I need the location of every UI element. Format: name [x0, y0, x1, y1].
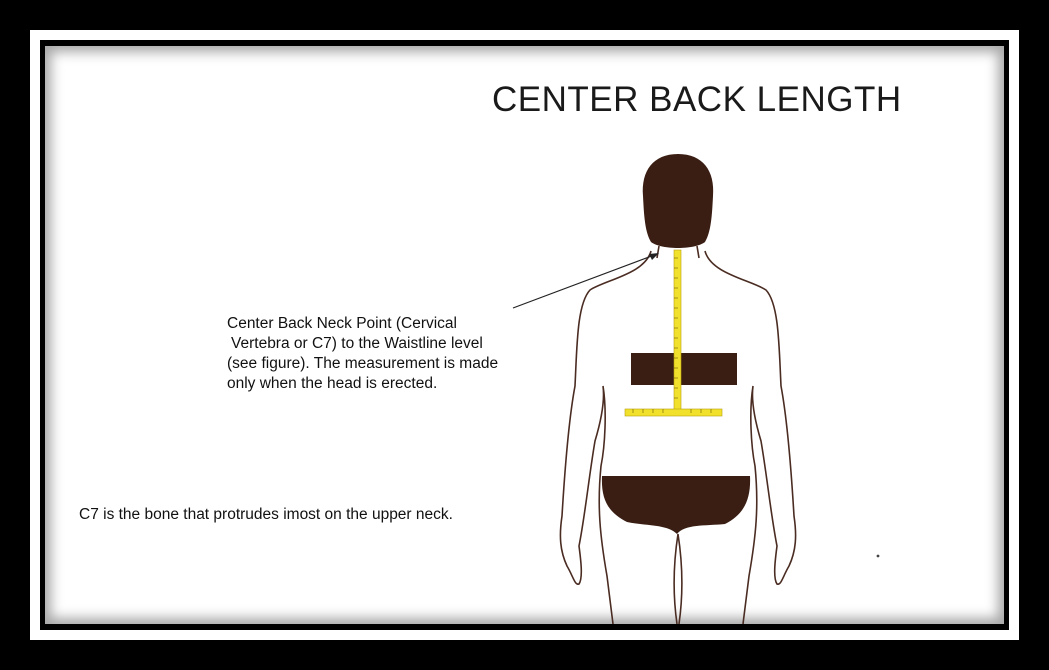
bra-band: [631, 353, 737, 385]
content-panel: CENTER BACK LENGTH Center Back Neck Poin…: [45, 46, 1004, 624]
tape-ticks: [633, 258, 711, 413]
body-back-figure: [45, 46, 1004, 624]
tape-waist: [625, 409, 722, 416]
tape-vertical: [674, 250, 681, 414]
briefs: [602, 476, 750, 534]
stray-dot: [877, 555, 880, 558]
head: [643, 154, 713, 248]
